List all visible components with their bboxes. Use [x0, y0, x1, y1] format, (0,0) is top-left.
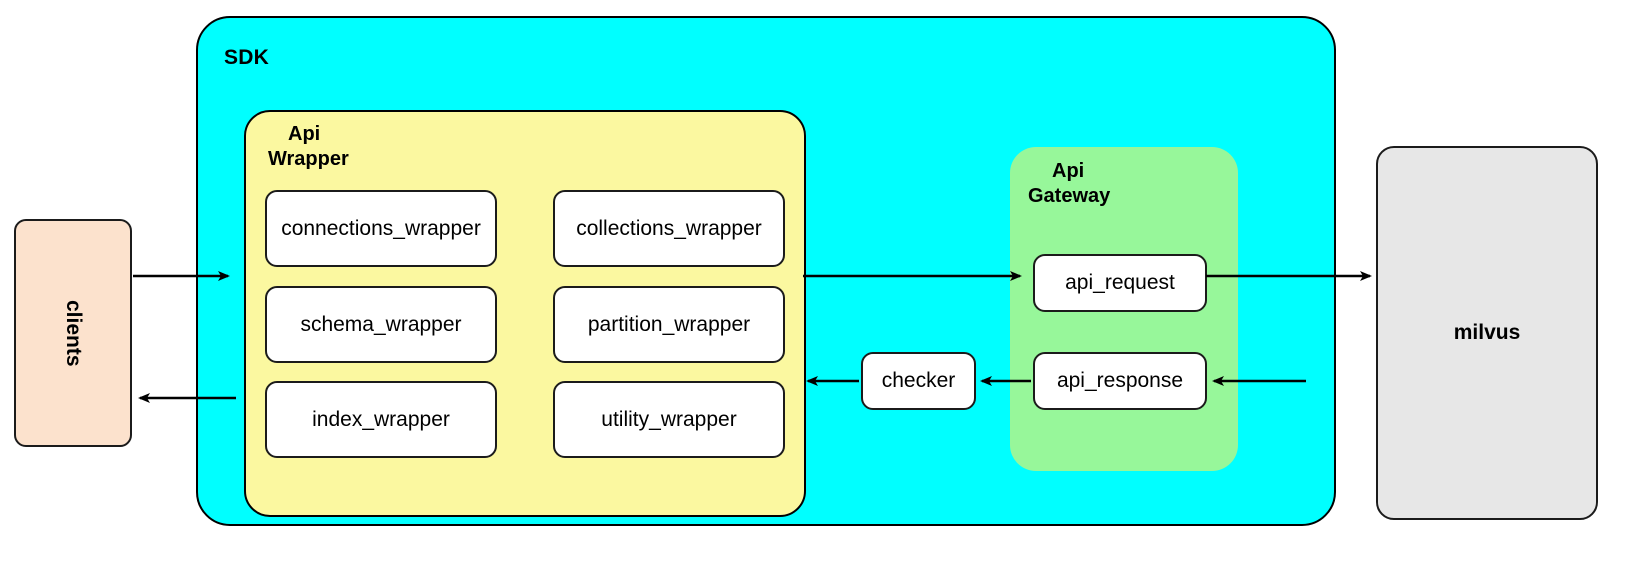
node-collections-wrapper[interactable]: collections_wrapper — [553, 190, 785, 267]
node-utility-wrapper[interactable]: utility_wrapper — [553, 381, 785, 458]
api-wrapper-label: Api Wrapper — [268, 123, 349, 170]
node-schema-wrapper[interactable]: schema_wrapper — [265, 286, 497, 363]
node-partition-wrapper[interactable]: partition_wrapper — [553, 286, 785, 363]
node-api-request[interactable]: api_request — [1033, 254, 1207, 312]
clients-label: clients — [62, 299, 85, 367]
node-api-response[interactable]: api_response — [1033, 352, 1207, 410]
milvus-node[interactable]: milvus — [1376, 146, 1598, 520]
node-checker[interactable]: checker — [861, 352, 976, 410]
node-index-wrapper[interactable]: index_wrapper — [265, 381, 497, 458]
clients-node[interactable]: clients — [14, 219, 132, 447]
api-gateway-label: Api Gateway — [1028, 160, 1111, 207]
sdk-label: SDK — [224, 46, 269, 69]
node-connections-wrapper[interactable]: connections_wrapper — [265, 190, 497, 267]
